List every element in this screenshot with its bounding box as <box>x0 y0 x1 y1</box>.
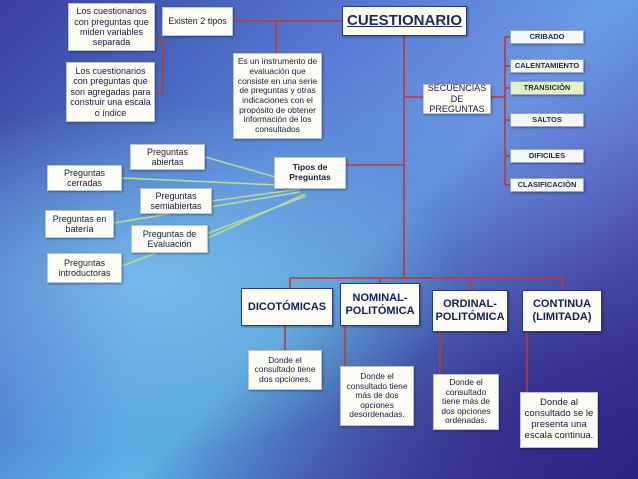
definicion-box: Es un instrumento de evaluación que cons… <box>233 53 322 139</box>
existen-tipos-box: Existen 2 tipos <box>162 7 233 36</box>
tipos-preguntas-box: Tipos de Preguntas <box>274 157 346 189</box>
chip-transicion: TRANSICIÒN <box>510 81 584 95</box>
desc-continua: Donde al consultado se le presenta una e… <box>520 392 598 448</box>
desc-dicotomicas: Donde el consultado tiene dos opciones. <box>248 350 322 390</box>
cuestionario-title: CUESTIONARIO <box>342 6 467 36</box>
desc-nominal-politomica: Donde el consultado tiene más de dos opc… <box>340 366 414 426</box>
chip-dificiles: DIFICILES <box>510 149 584 163</box>
tipo-separada-box: Los cuestionarios con preguntas que mide… <box>68 3 155 51</box>
preguntas-semiabiertas-box: Preguntas semiabiertas <box>140 188 212 214</box>
preguntas-bateria-box: Preguntas en batería <box>45 210 114 238</box>
chip-clasificacion: CLASIFICACIÒN <box>510 178 584 192</box>
chip-calentamiento: CALENTAMIENTO <box>510 59 584 73</box>
preguntas-cerradas-box: Preguntas cerradas <box>47 165 122 191</box>
desc-ordinal-politomica: Donde el consultado tiene más de dos opc… <box>433 374 499 430</box>
preguntas-evaluacion-box: Preguntas de Evaluación <box>131 225 208 253</box>
escala-ordinal-politomica: ORDINAL-POLITÓMICA <box>432 290 508 332</box>
chip-saltos: SALTOS <box>510 113 584 127</box>
escala-nominal-politomica: NOMINAL-POLITÓMICA <box>340 283 420 326</box>
chip-cribado: CRIBADO <box>510 30 584 44</box>
preguntas-introductoras-box: Preguntas introductoras <box>47 253 122 283</box>
escala-continua: CONTINUA (LIMITADA) <box>522 290 602 332</box>
preguntas-abiertas-box: Preguntas abiertas <box>130 144 205 170</box>
secuencias-box: SECUENCIAS DE PREGUNTAS <box>423 83 491 114</box>
escala-dicotomicas: DICOTÓMICAS <box>241 288 333 326</box>
tipo-indice-box: Los cuestionarios con preguntas que son … <box>66 62 155 122</box>
